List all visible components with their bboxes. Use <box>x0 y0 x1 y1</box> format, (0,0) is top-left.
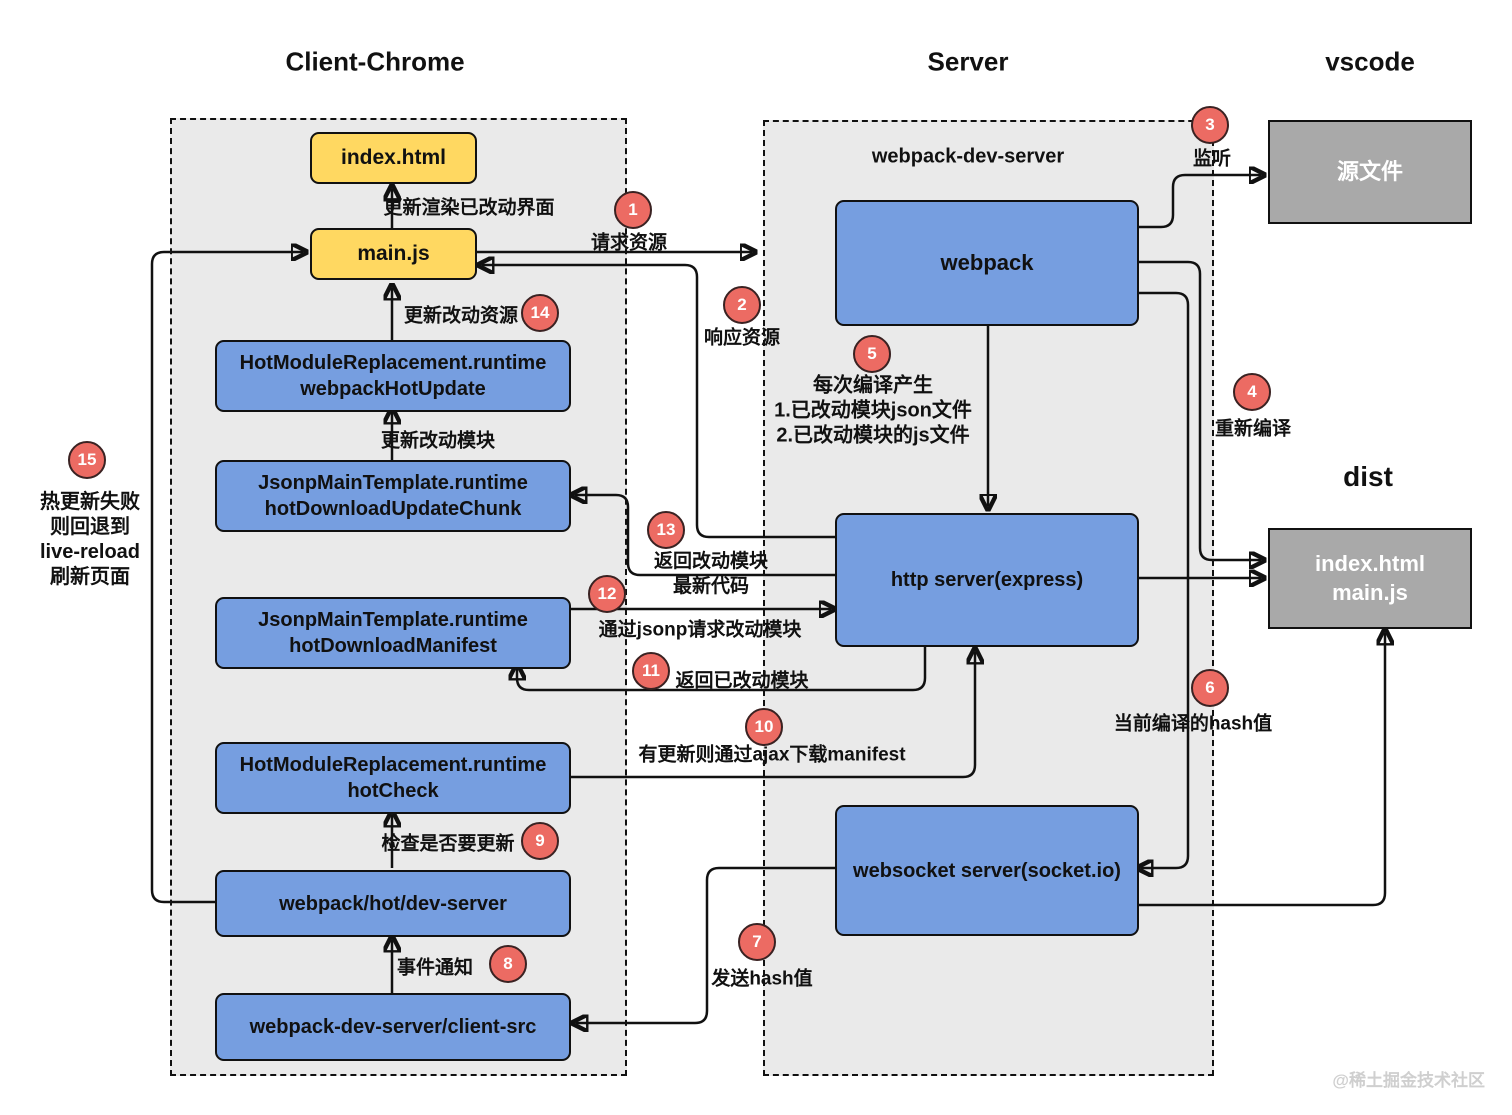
badge-step-12: 12 <box>588 575 626 613</box>
label-request-resource: 请求资源 <box>590 232 668 254</box>
edge-websocket-to-dist <box>1134 633 1385 907</box>
badge-step-3: 3 <box>1191 106 1229 144</box>
edge-return-changed-module-code <box>575 495 835 577</box>
node-main-js: main.js <box>310 228 477 280</box>
label-check-update: 检查是否要更新 <box>381 833 515 855</box>
node-source-files: 源文件 <box>1268 120 1472 224</box>
node-webpack: webpack <box>835 200 1139 326</box>
edge-send-hash <box>576 866 835 1023</box>
label-send-hash: 发送hash值 <box>711 968 813 990</box>
node-index-html: index.html <box>310 132 477 184</box>
badge-step-11: 11 <box>632 652 670 690</box>
label-update-render: 更新渲染已改动界面 <box>383 197 555 219</box>
edge-watch-source <box>1135 175 1261 229</box>
label-return-changed: 返回已改动模块 <box>675 670 809 692</box>
badge-step-5: 5 <box>853 335 891 373</box>
badge-step-10: 10 <box>745 708 783 746</box>
edge-recompile-to-dist <box>1135 260 1261 560</box>
edge-response-resource <box>482 265 835 539</box>
badge-step-6: 6 <box>1191 669 1229 707</box>
badge-step-13: 13 <box>647 511 685 549</box>
label-recompile: 重新编译 <box>1214 418 1292 440</box>
edge-fallback-live-reload <box>150 252 303 904</box>
edge-return-changed-modules <box>517 645 927 692</box>
node-hmr-webpack-hot-update: HotModuleReplacement.runtime webpackHotU… <box>215 340 571 412</box>
node-jsonp-hot-download-manifest: JsonpMainTemplate.runtime hotDownloadMan… <box>215 597 571 669</box>
node-hmr-hot-check: HotModuleReplacement.runtime hotCheck <box>215 742 571 814</box>
node-webpack-dev-server-client-src: webpack-dev-server/client-src <box>215 993 571 1061</box>
badge-step-1: 1 <box>614 191 652 229</box>
label-response-resource: 响应资源 <box>703 327 781 349</box>
label-watch: 监听 <box>1192 148 1232 170</box>
label-jsonp-request: 通过jsonp请求改动模块 <box>598 619 802 641</box>
title-dist: dist <box>1343 461 1393 492</box>
edge-ajax-download-manifest <box>567 652 975 779</box>
title-server: Server <box>927 46 1009 77</box>
node-http-server: http server(express) <box>835 513 1139 647</box>
title-vscode: vscode <box>1325 46 1415 77</box>
label-hmr-fallback: 热更新失败 则回退到 live-reload 刷新页面 <box>39 491 141 588</box>
edge-hash-to-websocket <box>1135 291 1190 868</box>
label-update-modules: 更新改动模块 <box>380 430 496 452</box>
title-webpack-dev-server: webpack-dev-server <box>871 145 1065 168</box>
label-current-hash: 当前编译的hash值 <box>1113 713 1273 735</box>
badge-step-14: 14 <box>521 294 559 332</box>
watermark: @稀土掘金技术社区 <box>1332 1071 1485 1090</box>
node-webpack-hot-dev-server: webpack/hot/dev-server <box>215 870 571 937</box>
label-ajax-manifest: 有更新则通过ajax下载manifest <box>638 744 906 766</box>
node-dist-files: index.html main.js <box>1268 528 1472 629</box>
label-event-notify: 事件通知 <box>396 957 474 979</box>
title-client-chrome: Client-Chrome <box>285 46 465 77</box>
badge-step-7: 7 <box>738 923 776 961</box>
badge-step-2: 2 <box>723 286 761 324</box>
badge-step-8: 8 <box>489 945 527 983</box>
label-compile-output: 每次编译产生 1.已改动模块json文件 2.已改动模块的js文件 <box>774 374 972 447</box>
badge-step-15: 15 <box>68 441 106 479</box>
label-return-latest-code: 返回改动模块 最新代码 <box>653 551 769 597</box>
node-jsonp-hot-download-update-chunk: JsonpMainTemplate.runtime hotDownloadUpd… <box>215 460 571 532</box>
node-websocket-server: websocket server(socket.io) <box>835 805 1139 936</box>
badge-step-4: 4 <box>1233 373 1271 411</box>
badge-step-9: 9 <box>521 822 559 860</box>
label-update-resource: 更新改动资源 <box>403 305 519 327</box>
